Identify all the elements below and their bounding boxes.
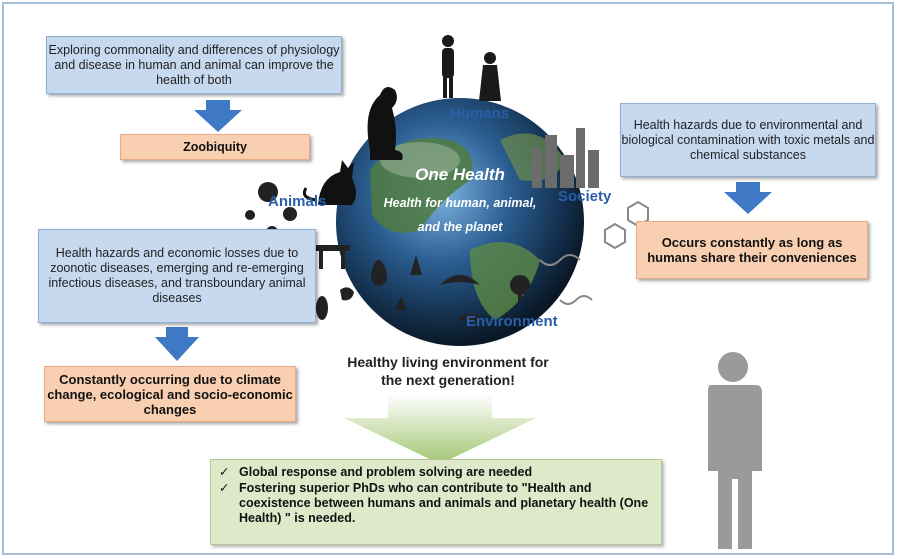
animal-hazard-box: Health hazards and economic losses due t… <box>38 229 316 323</box>
conclusion-text-2: Fostering superior PhDs who can contribu… <box>239 481 649 525</box>
society-result-box: Occurs constantly as long as humans shar… <box>636 221 868 279</box>
physiology-text: Exploring commonality and differences of… <box>48 42 340 87</box>
conclusion-item-1: ✓ Global response and problem solving ar… <box>219 465 653 480</box>
conclusion-box: ✓ Global response and problem solving ar… <box>210 459 662 545</box>
city-silhouette <box>532 128 599 188</box>
arrow-animal-to-result <box>155 327 199 361</box>
zoobiquity-box: Zoobiquity <box>120 134 310 160</box>
arrow-physiology-to-zoobiquity <box>194 100 242 132</box>
healthy-line-1: Healthy living environment for <box>347 354 549 370</box>
environment-silhouettes <box>315 245 530 322</box>
cat-silhouette <box>302 160 356 205</box>
animal-result-text: Constantly occurring due to climate chan… <box>47 371 293 417</box>
physiology-box: Exploring commonality and differences of… <box>46 36 342 94</box>
center-line-1: Health for human, animal, <box>383 196 537 210</box>
society-hazard-text: Health hazards due to environmental and … <box>621 117 875 162</box>
label-animals: Animals <box>268 193 327 210</box>
animal-result-box: Constantly occurring due to climate chan… <box>44 366 296 422</box>
healthy-environment-text: Healthy living environment for the next … <box>318 353 578 389</box>
label-humans: Humans <box>450 105 510 122</box>
society-result-text: Occurs constantly as long as humans shar… <box>647 235 857 265</box>
person-silhouette <box>708 352 762 549</box>
molecule-icons <box>539 200 649 305</box>
society-hazard-box: Health hazards due to environmental and … <box>620 103 876 177</box>
center-line-2: and the planet <box>417 220 503 234</box>
label-environment: Environment <box>466 313 558 330</box>
checkmark-icon: ✓ <box>219 465 230 479</box>
label-society: Society <box>558 188 612 205</box>
humans-silhouette <box>442 35 501 101</box>
center-title: One Health <box>415 165 505 184</box>
checkmark-icon: ✓ <box>219 481 230 495</box>
zoobiquity-text: Zoobiquity <box>183 139 247 154</box>
arrow-society-to-result <box>724 182 772 214</box>
conclusion-item-2: ✓ Fostering superior PhDs who can contri… <box>219 481 653 526</box>
animal-hazard-text: Health hazards and economic losses due t… <box>48 246 306 305</box>
green-down-arrow <box>344 394 536 464</box>
healthy-line-2: the next generation! <box>381 372 515 388</box>
conclusion-text-1: Global response and problem solving are … <box>239 465 533 479</box>
dog-silhouette <box>367 86 403 160</box>
